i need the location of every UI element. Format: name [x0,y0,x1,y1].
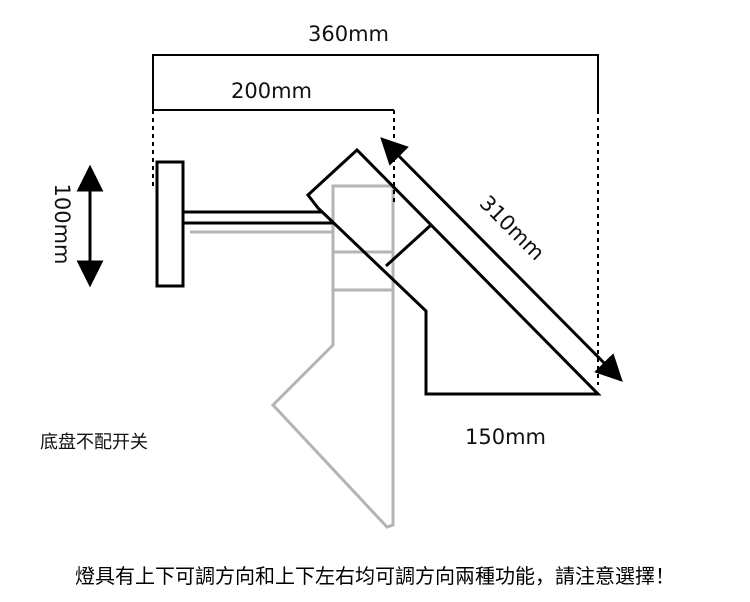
base-height-label: 100mm [50,183,74,265]
wall-base-plate [155,160,185,288]
caption-warning: 燈具有上下可調方向和上下左右均可調方向兩種功能，請注意選擇！ [75,564,675,588]
ghost-lamp-outline [190,184,395,529]
switch-note: 底盘不配开关 [40,432,148,453]
shade-length-arrow [380,137,623,382]
overall-width-label: 360mm [308,22,389,46]
arm-length-label: 200mm [231,79,312,103]
dimension-brackets [152,54,599,111]
shade-depth-label: 150mm [465,425,546,449]
lamp-arm [183,210,333,225]
